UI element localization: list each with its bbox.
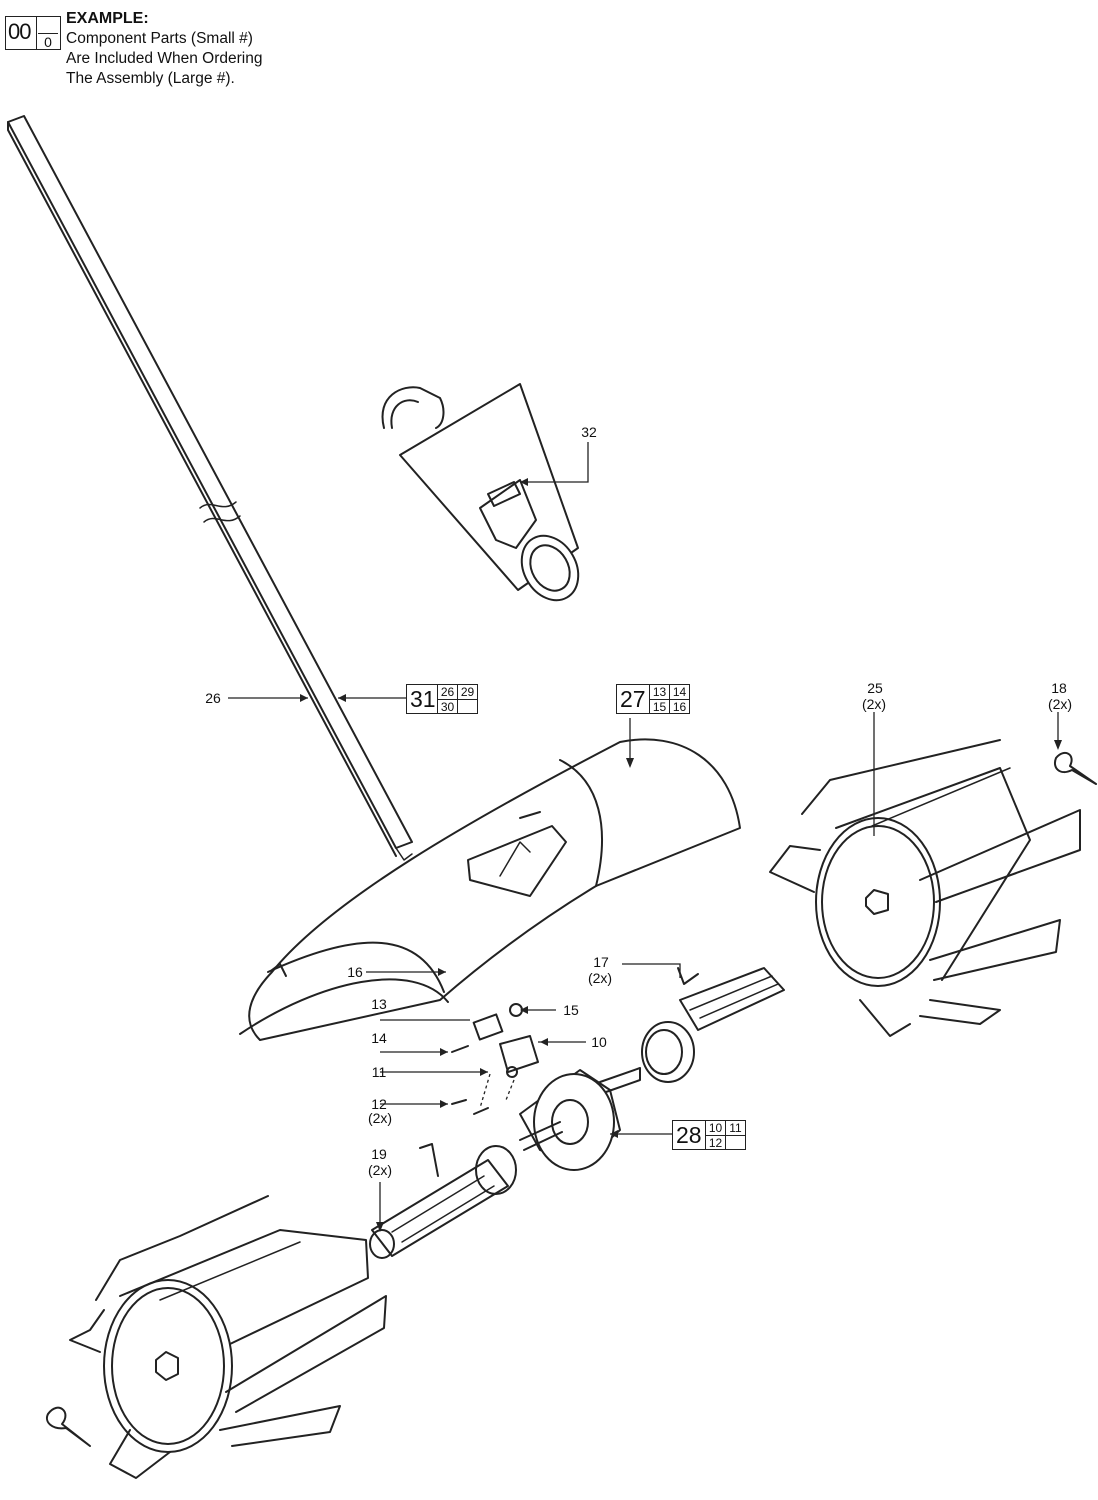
assembly-box-28: 28 10 11 12 xyxy=(672,1120,746,1150)
assembly-27-part: 14 xyxy=(669,685,689,700)
callout-17: 17 xyxy=(593,954,609,970)
callout-26: 26 xyxy=(205,690,221,706)
assembly-31-part: 26 xyxy=(437,685,457,700)
assembly-27-part: 15 xyxy=(649,700,669,714)
gearbox-part xyxy=(519,1067,641,1171)
callout-16: 16 xyxy=(347,964,363,980)
paddle-wheel-right xyxy=(769,739,1081,1037)
assembly-28-part: 10 xyxy=(705,1121,725,1136)
screws-12 xyxy=(451,1099,489,1115)
callout-32: 32 xyxy=(581,424,597,440)
assembly-28-part xyxy=(725,1136,745,1150)
assembly-28-part: 11 xyxy=(725,1121,745,1136)
example-divider xyxy=(36,17,37,49)
hair-pin-right xyxy=(1054,751,1097,785)
callout-25-qty: (2x) xyxy=(861,696,887,712)
bolt-11 xyxy=(506,1066,518,1078)
example-assembly-number: 00 xyxy=(8,19,32,44)
bracket-13 xyxy=(472,1013,504,1041)
assembly-28-number: 28 xyxy=(676,1122,702,1148)
assembly-box-27: 27 13 14 15 16 xyxy=(616,684,690,714)
paddle-wheel-left xyxy=(69,1195,387,1479)
tine-right xyxy=(641,967,785,1083)
assembly-31-number: 31 xyxy=(410,686,436,712)
hex-key-17 xyxy=(677,967,699,985)
legend-title: EXAMPLE: xyxy=(66,10,149,27)
assembly-box-31: 31 26 29 30 xyxy=(406,684,478,714)
coupler-part xyxy=(381,383,580,602)
cover-part xyxy=(239,738,741,1041)
callout-10: 10 xyxy=(591,1034,607,1050)
callout-11: 11 xyxy=(371,1064,387,1080)
callout-17-qty: (2x) xyxy=(587,970,613,986)
assembly-31-part: 29 xyxy=(457,685,477,700)
callout-12: 12 xyxy=(371,1096,387,1112)
assembly-27-part: 16 xyxy=(669,700,689,714)
assembly-28-part: 12 xyxy=(705,1136,725,1150)
callout-12-qty: (2x) xyxy=(367,1110,393,1126)
assembly-27-number: 27 xyxy=(620,686,646,712)
legend-line-3: The Assembly (Large #). xyxy=(66,70,235,87)
assembly-27-part: 13 xyxy=(649,685,669,700)
callout-18-qty: (2x) xyxy=(1047,696,1073,712)
callout-14: 14 xyxy=(371,1030,387,1046)
callout-19-qty: (2x) xyxy=(367,1162,393,1178)
screw-14 xyxy=(451,1045,469,1053)
shaft-part xyxy=(7,115,413,861)
example-legend-box: 00 0 xyxy=(5,16,61,50)
callout-19: 19 xyxy=(371,1146,387,1162)
leader-lines xyxy=(228,442,1059,1228)
legend-line-1: Component Parts (Small #) xyxy=(66,30,253,47)
callout-18: 18 xyxy=(1051,680,1067,696)
example-component-number: 0 xyxy=(38,33,58,50)
callout-13: 13 xyxy=(371,996,387,1012)
assembly-31-part xyxy=(457,700,477,714)
callout-15: 15 xyxy=(563,1002,579,1018)
legend-line-2: Are Included When Ordering xyxy=(66,50,263,67)
clamp-10 xyxy=(499,1035,539,1073)
callout-25: 25 xyxy=(867,680,883,696)
tine-left xyxy=(369,1145,517,1259)
hair-pin-left xyxy=(46,1406,91,1447)
leader-arrows xyxy=(300,478,1062,1232)
assembly-31-part: 30 xyxy=(437,700,457,714)
hex-key-19 xyxy=(419,1143,439,1177)
